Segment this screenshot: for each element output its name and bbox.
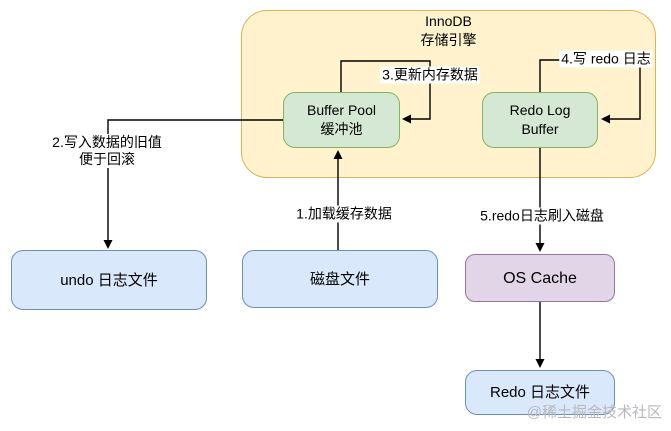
- edge-label-step5: 5.redo日志刷入磁盘: [478, 207, 606, 225]
- edge-label-step2-line1: 2.写入数据的旧值: [52, 134, 162, 150]
- edge-label-step1: 1.加载缓存数据: [294, 205, 394, 223]
- innodb-engine-title: InnoDB 存储引擎: [241, 12, 656, 50]
- redo-log-file-label: Redo 日志文件: [489, 384, 591, 401]
- node-redo-log-file: Redo 日志文件: [465, 370, 615, 415]
- redo-log-buffer-label-line1: Redo Log: [509, 102, 571, 118]
- edge-label-step2: 2.写入数据的旧值 便于回滚: [50, 134, 164, 168]
- buffer-pool-label-en: Buffer Pool: [306, 102, 376, 118]
- watermark: @稀土掘金技术社区: [526, 404, 662, 421]
- edge-label-step4: 4.写 redo 日志: [559, 50, 653, 68]
- os-cache-label: OS Cache: [503, 269, 577, 287]
- undo-log-file-label: undo 日志文件: [60, 271, 158, 289]
- arrow-oscache-to-redofile: [535, 302, 545, 368]
- redo-log-buffer-label-line2: Buffer: [521, 121, 559, 137]
- innodb-engine-title-line2: 存储引擎: [420, 32, 477, 48]
- edge-label-step3: 3.更新内存数据: [380, 66, 480, 84]
- node-disk-file: 磁盘文件: [242, 250, 438, 308]
- node-redo-log-buffer: Redo Log Buffer: [482, 92, 598, 148]
- disk-file-label: 磁盘文件: [309, 270, 370, 288]
- node-undo-log-file: undo 日志文件: [11, 250, 207, 310]
- edge-label-step2-line2: 便于回滚: [79, 151, 135, 167]
- node-os-cache: OS Cache: [465, 254, 615, 302]
- buffer-pool-label-cn: 缓冲池: [320, 121, 363, 137]
- node-buffer-pool: Buffer Pool 缓冲池: [283, 92, 400, 148]
- innodb-engine-title-line1: InnoDB: [425, 13, 472, 29]
